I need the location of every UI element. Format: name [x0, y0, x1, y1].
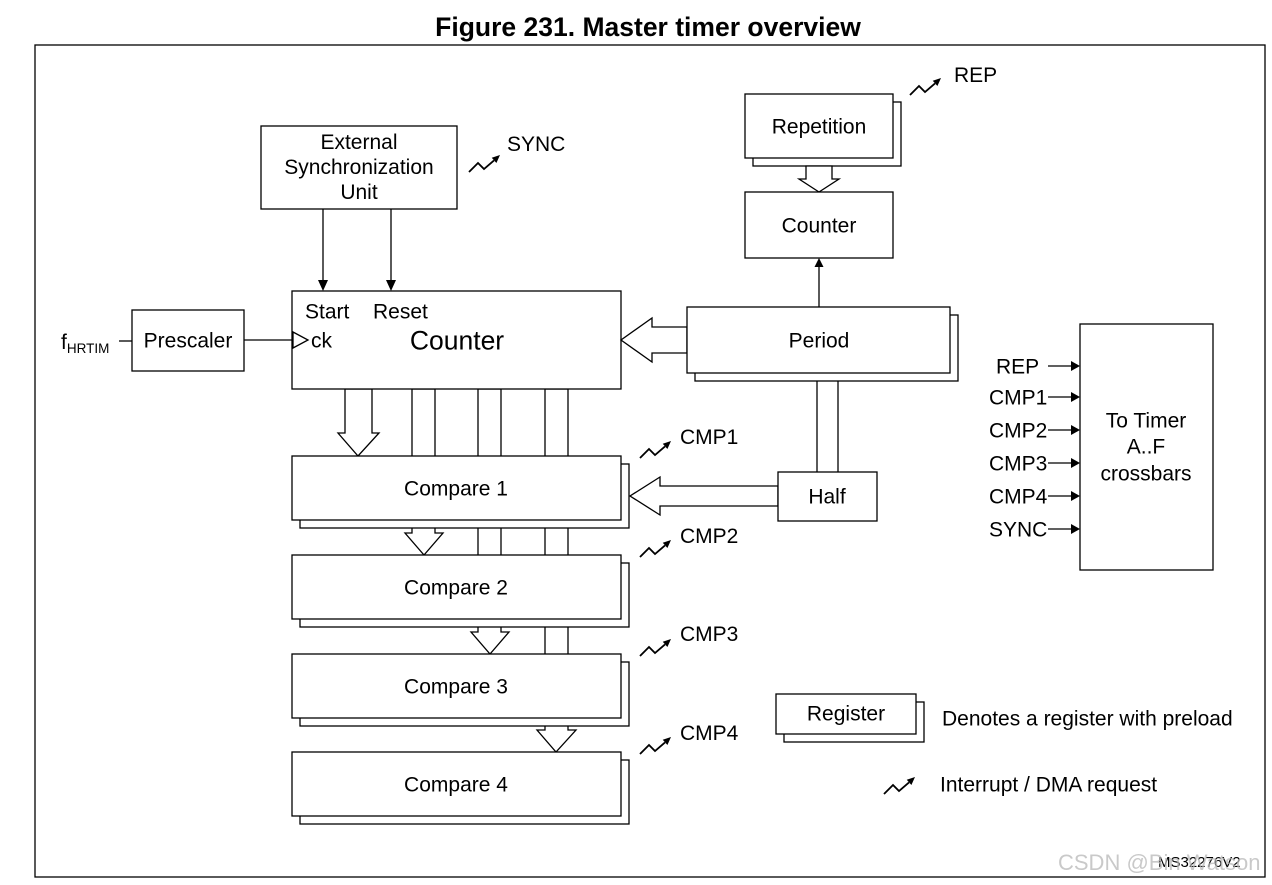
crossbar-input-cmp2: CMP2: [989, 420, 1080, 443]
compare-3-box: [291, 653, 622, 719]
start-arrow: [318, 209, 328, 291]
repetition-register: Repetition: [744, 93, 902, 167]
period-to-counter-bus: [619, 316, 688, 364]
repetition-box: [744, 93, 894, 159]
cmp2-irq-label: CMP2: [680, 525, 738, 548]
timer-crossbars-box: [1079, 323, 1214, 571]
legend-register-description: Denotes a register with preload: [942, 708, 1233, 731]
compare-1-label: Compare 1: [404, 478, 508, 501]
crossbar-input-label: CMP2: [989, 420, 1047, 443]
sync-unit-label-line2: Synchronization: [284, 156, 433, 179]
half-to-compare1-bus: [628, 475, 779, 517]
period-to-repetition-counter-arrow: [814, 258, 824, 307]
compare-1-box: [291, 455, 622, 521]
cmp1-interrupt-icon: [639, 441, 671, 459]
compare-1-register: Compare 1: [291, 455, 630, 529]
rep-irq-label: REP: [954, 64, 997, 87]
legend-register-label: Register: [807, 703, 885, 726]
clock-source-label: fHRTIM: [61, 331, 109, 356]
counter-start-input-label: Start: [305, 301, 350, 324]
half-box: [777, 471, 878, 522]
compare-2-label: Compare 2: [404, 577, 508, 600]
crossbars-label-line2: A..F: [1127, 436, 1166, 459]
cmp2-interrupt-icon: [639, 540, 671, 558]
prescaler: Prescaler: [131, 309, 245, 372]
compare-2-box: [291, 554, 622, 620]
compare-3-label: Compare 3: [404, 676, 508, 699]
crossbar-input-label: SYNC: [989, 519, 1047, 542]
sync-interrupt-icon: [468, 155, 500, 173]
external-sync-unit: External Synchronization Unit: [260, 125, 458, 210]
cmp3-interrupt-icon: [639, 639, 671, 657]
watermark: CSDN @Bin Watson: [1058, 850, 1260, 875]
period-label: Period: [789, 330, 850, 353]
legend-interrupt-description: Interrupt / DMA request: [940, 774, 1157, 797]
legend-interrupt-icon: [883, 777, 915, 795]
crossbar-input-cmp4: CMP4: [989, 486, 1080, 509]
repetition-label: Repetition: [772, 116, 867, 139]
compare-2-register: Compare 2: [291, 554, 630, 628]
crossbar-input-label: CMP3: [989, 453, 1047, 476]
compare-3-register: Compare 3: [291, 653, 630, 727]
period-box: [686, 306, 951, 374]
repetition-counter-box: [744, 191, 894, 259]
legend-register-sample: Register: [775, 693, 925, 743]
crossbar-input-rep: REP: [996, 356, 1080, 379]
figure-title: Figure 231. Master timer overview: [435, 12, 861, 42]
crossbars-label-line1: To Timer: [1106, 410, 1187, 433]
period-to-half-bus: [816, 381, 839, 472]
cmp4-interrupt-icon: [639, 737, 671, 755]
clock-subscript: HRTIM: [67, 341, 110, 356]
counter-to-compare1-bus: [336, 388, 381, 457]
legend-register-box: [775, 693, 917, 735]
counter-clock-input-label: ck: [311, 330, 333, 353]
rep-interrupt-icon: [909, 78, 941, 96]
crossbar-input-label: CMP4: [989, 486, 1048, 509]
figure-id-code: MS32276V2: [1158, 854, 1241, 871]
prescaler-label: Prescaler: [144, 330, 233, 353]
compare-4-register: Compare 4: [291, 751, 630, 825]
crossbars-label-line3: crossbars: [1100, 463, 1191, 486]
cmp3-irq-label: CMP3: [680, 623, 738, 646]
repetition-counter: Counter: [744, 191, 894, 259]
crossbar-input-cmp3: CMP3: [989, 453, 1080, 476]
period-register: Period: [686, 306, 959, 382]
half-label: Half: [808, 486, 846, 509]
counter-reset-input-label: Reset: [373, 301, 428, 324]
cmp4-irq-label: CMP4: [680, 722, 739, 745]
crossbar-input-cmp1: CMP1: [989, 387, 1080, 410]
crossbar-input-label: REP: [996, 356, 1039, 379]
sync-irq-label: SYNC: [507, 133, 565, 156]
clock-symbol: f: [61, 331, 67, 354]
master-counter-box: [291, 290, 622, 390]
figure-frame: [34, 44, 1266, 878]
compare-4-label: Compare 4: [404, 774, 508, 797]
master-counter: Start Reset ck Counter: [291, 290, 622, 390]
sync-unit-label-line1: External: [320, 131, 397, 154]
crossbar-input-sync: SYNC: [989, 519, 1080, 542]
compare-4-box: [291, 751, 622, 817]
master-counter-label: Counter: [410, 326, 504, 356]
external-sync-unit-box: [260, 125, 458, 210]
repetition-counter-label: Counter: [782, 215, 857, 238]
timer-crossbars: To Timer A..F crossbars: [1079, 323, 1214, 571]
sync-unit-label-line3: Unit: [340, 181, 378, 204]
repetition-to-counter-bus: [796, 165, 842, 193]
prescaler-box: [131, 309, 245, 372]
cmp1-irq-label: CMP1: [680, 426, 738, 449]
half-block: Half: [777, 471, 878, 522]
crossbar-input-label: CMP1: [989, 387, 1047, 410]
reset-arrow: [386, 209, 396, 291]
